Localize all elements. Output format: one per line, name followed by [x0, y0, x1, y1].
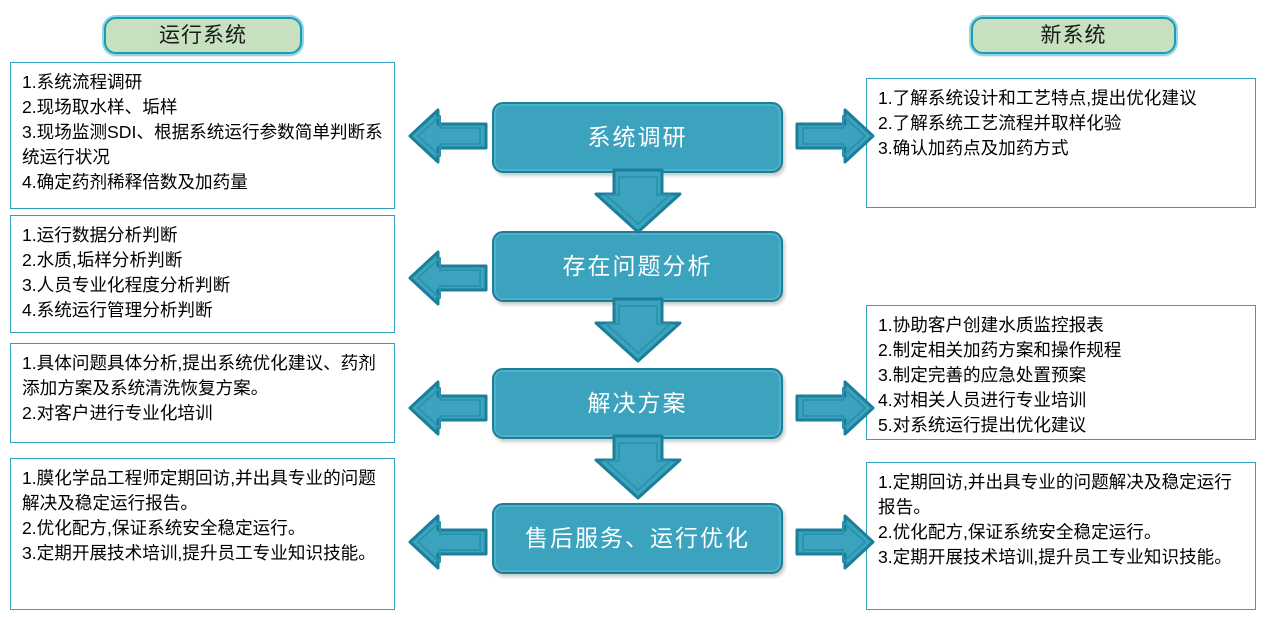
process-step-after-sales-optimization: 售后服务、运行优化	[492, 503, 783, 574]
left-detail-box-survey: 1.系统流程调研 2.现场取水样、垢样 3.现场监测SDI、根据系统运行参数简单…	[10, 62, 395, 209]
left-detail-box-after-sales: 1.膜化学品工程师定期回访,并出具专业的问题解决及稳定运行报告。 2.优化配方,…	[10, 458, 395, 610]
right-detail-box-solution: 1.协助客户创建水质监控报表 2.制定相关加药方案和操作规程 3.制定完善的应急…	[866, 305, 1256, 440]
arrow-left-icon-2	[408, 248, 488, 308]
arrow-left-icon-4	[408, 512, 488, 572]
process-step-problem-analysis: 存在问题分析	[492, 231, 783, 302]
column-title-new-system: 新系统	[971, 17, 1176, 54]
arrow-right-icon-2	[795, 378, 875, 438]
process-step-system-survey: 系统调研	[492, 102, 783, 173]
left-detail-box-problem-analysis: 1.运行数据分析判断 2.水质,垢样分析判断 3.人员专业化程度分析判断 4.系…	[10, 215, 395, 333]
arrow-down-icon-2	[588, 297, 688, 363]
right-detail-box-after-sales: 1.定期回访,并出具专业的问题解决及稳定运行报告。 2.优化配方,保证系统安全稳…	[866, 462, 1256, 610]
arrow-down-icon-1	[588, 168, 688, 234]
watermark	[1120, 600, 1260, 616]
arrow-right-icon-1	[795, 106, 875, 166]
arrow-left-icon-3	[408, 378, 488, 438]
column-title-operating-system: 运行系统	[104, 17, 302, 54]
arrow-left-icon-1	[408, 106, 488, 166]
arrow-right-icon-3	[795, 512, 875, 572]
process-step-solution: 解决方案	[492, 368, 783, 439]
left-detail-box-solution: 1.具体问题具体分析,提出系统优化建议、药剂添加方案及系统清洗恢复方案。 2.对…	[10, 343, 395, 443]
arrow-down-icon-3	[588, 434, 688, 500]
right-detail-box-survey: 1.了解系统设计和工艺特点,提出优化建议 2.了解系统工艺流程并取样化验 3.确…	[866, 78, 1256, 208]
